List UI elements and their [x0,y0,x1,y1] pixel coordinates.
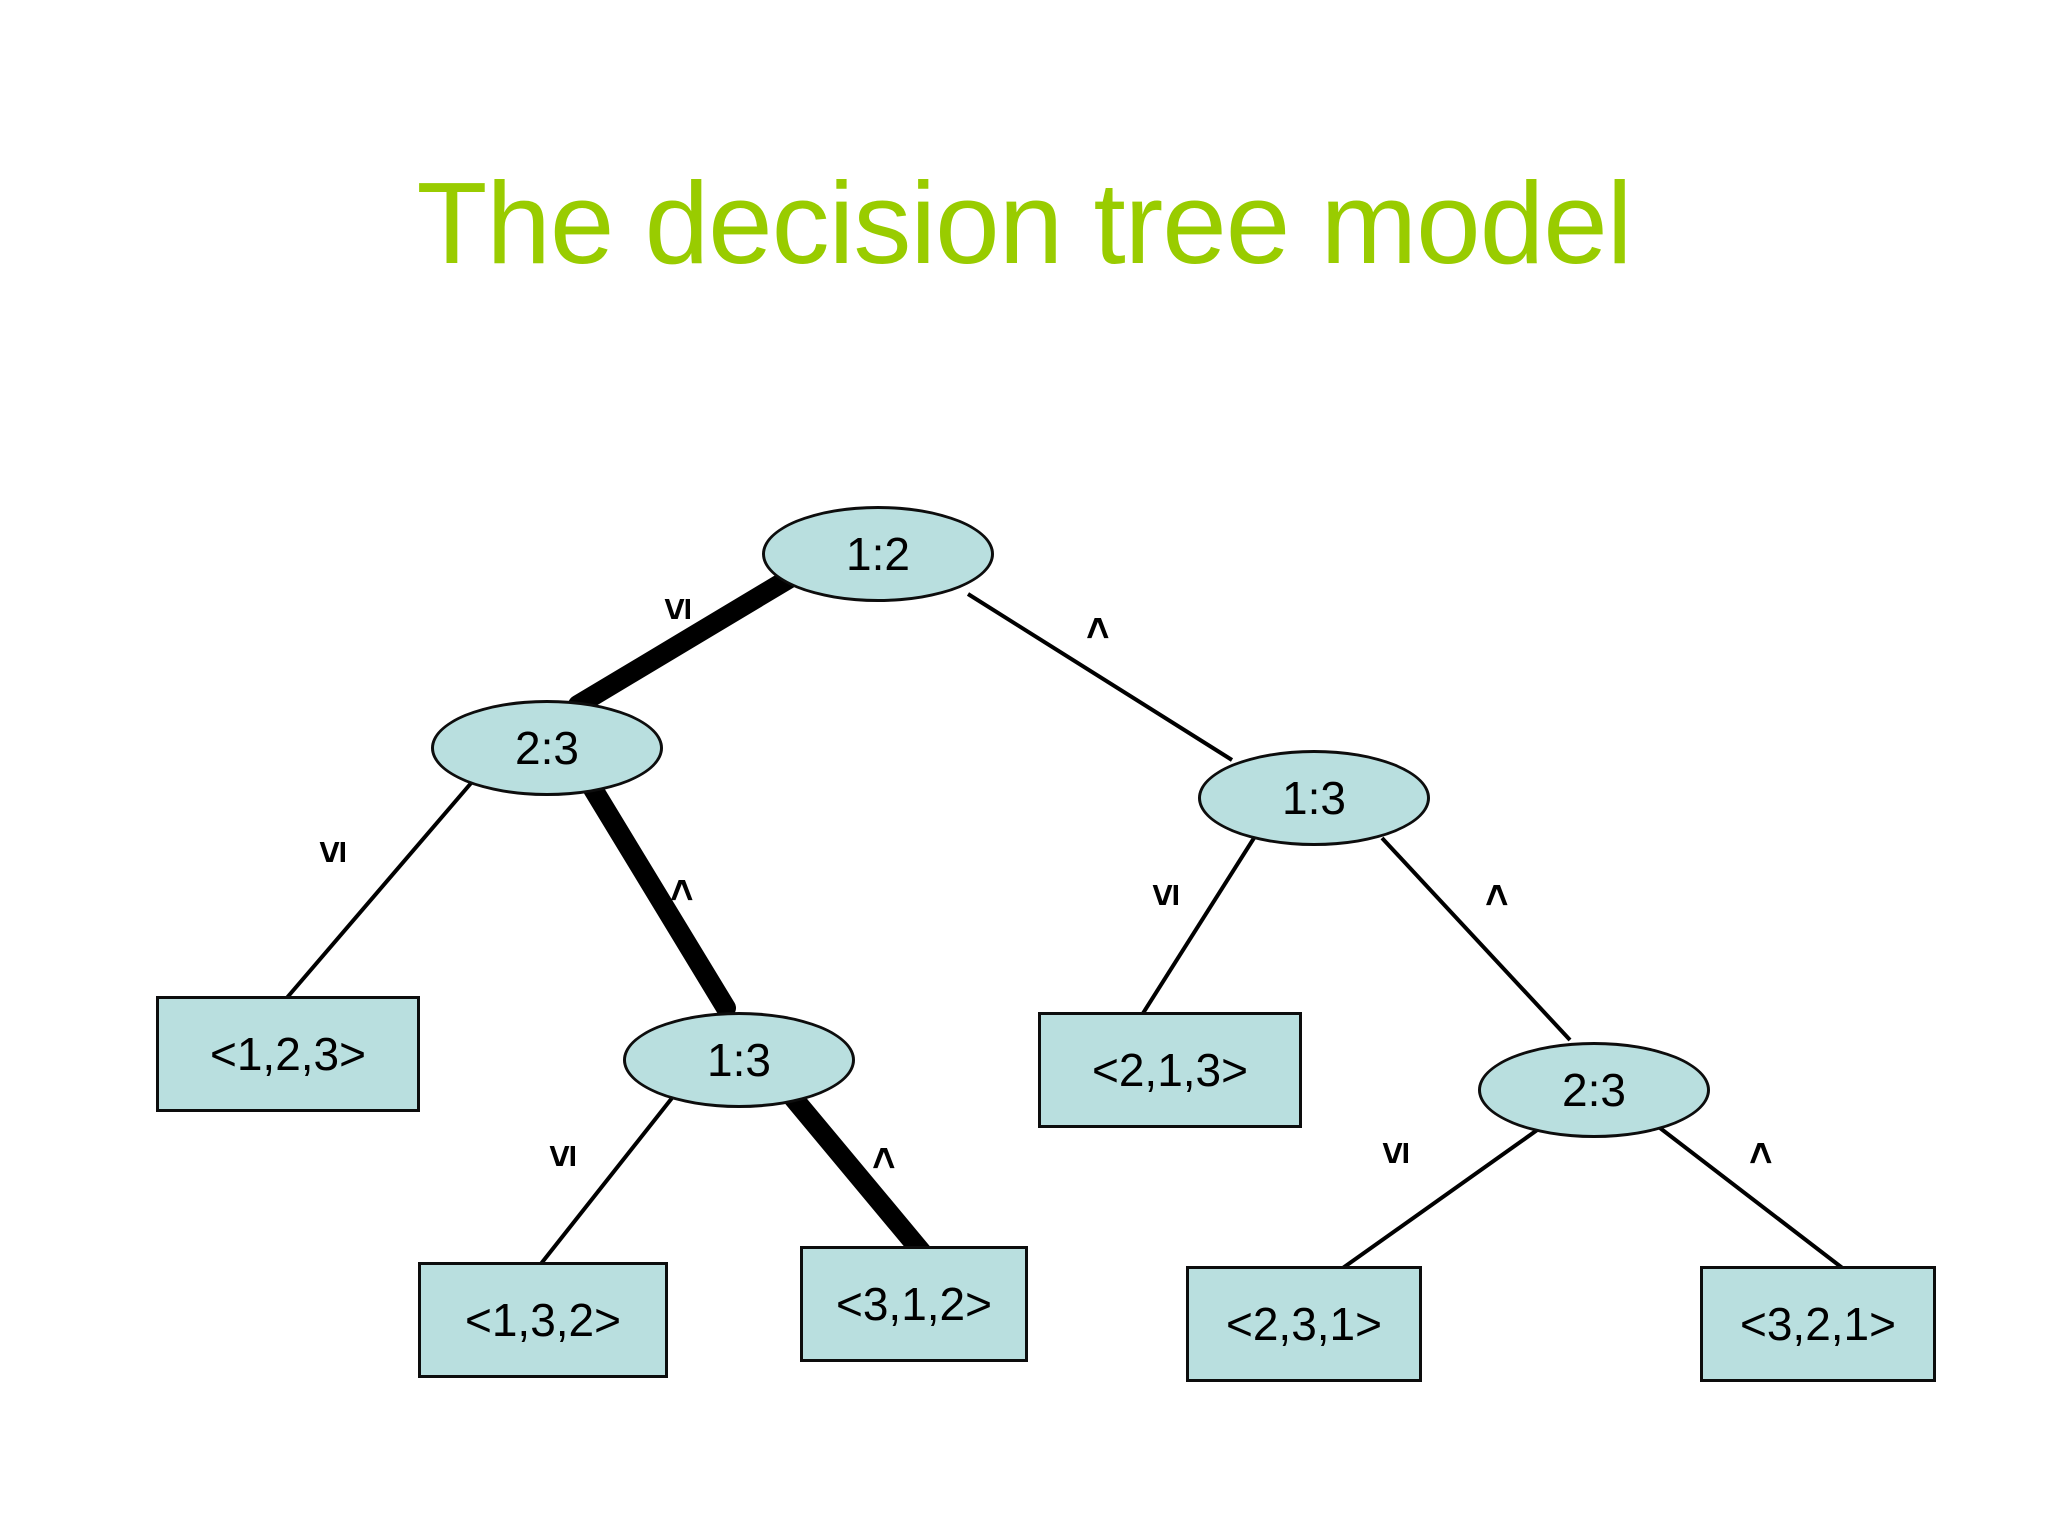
edge-label-lower13-le: ≤ [540,1145,584,1167]
leaf-1-2-3[interactable]: <1,2,3> [156,996,420,1112]
leaf-2-3-1[interactable]: <2,3,1> [1186,1266,1422,1382]
edge-label-lower23-le: ≤ [1373,1142,1417,1164]
edge-label-root-le: ≤ [655,598,699,620]
edge-lower13-to-leaf132 [538,1096,674,1267]
edge-label-root-gt: > [1076,616,1120,640]
edge-right-to-lower23 [1380,836,1572,1042]
edge-root-to-right [966,592,1234,762]
node-lower-right-2-3[interactable]: 2:3 [1478,1042,1710,1138]
edge-label-lower13-gt: > [862,1146,906,1170]
edge-left-to-lower13-highlight [580,774,736,1018]
edge-lower13-to-leaf312-highlight [780,1084,935,1266]
node-lower-left-1-3[interactable]: 1:3 [623,1012,855,1108]
edge-root-to-left-highlight [568,568,800,715]
edge-label-right-le: ≤ [1143,884,1187,906]
edge-lower23-to-leaf231 [1338,1126,1542,1272]
edge-right-to-leaf213 [1138,836,1256,1020]
edge-label-left-le: ≤ [310,841,354,863]
node-root-1-2[interactable]: 1:2 [762,506,994,602]
node-right-1-3[interactable]: 1:3 [1198,750,1430,846]
leaf-3-2-1[interactable]: <3,2,1> [1700,1266,1936,1382]
leaf-2-1-3[interactable]: <2,1,3> [1038,1012,1302,1128]
node-left-2-3[interactable]: 2:3 [431,700,663,796]
leaf-1-3-2[interactable]: <1,3,2> [418,1262,668,1378]
edge-left-to-leaf123 [283,780,474,1002]
edge-label-right-gt: > [1475,883,1519,907]
edge-label-lower23-gt: > [1739,1141,1783,1165]
edge-label-left-gt: > [660,878,704,902]
edge-lower23-to-leaf321 [1658,1126,1847,1272]
page-title: The decision tree model [416,158,1633,288]
leaf-3-1-2[interactable]: <3,1,2> [800,1246,1028,1362]
